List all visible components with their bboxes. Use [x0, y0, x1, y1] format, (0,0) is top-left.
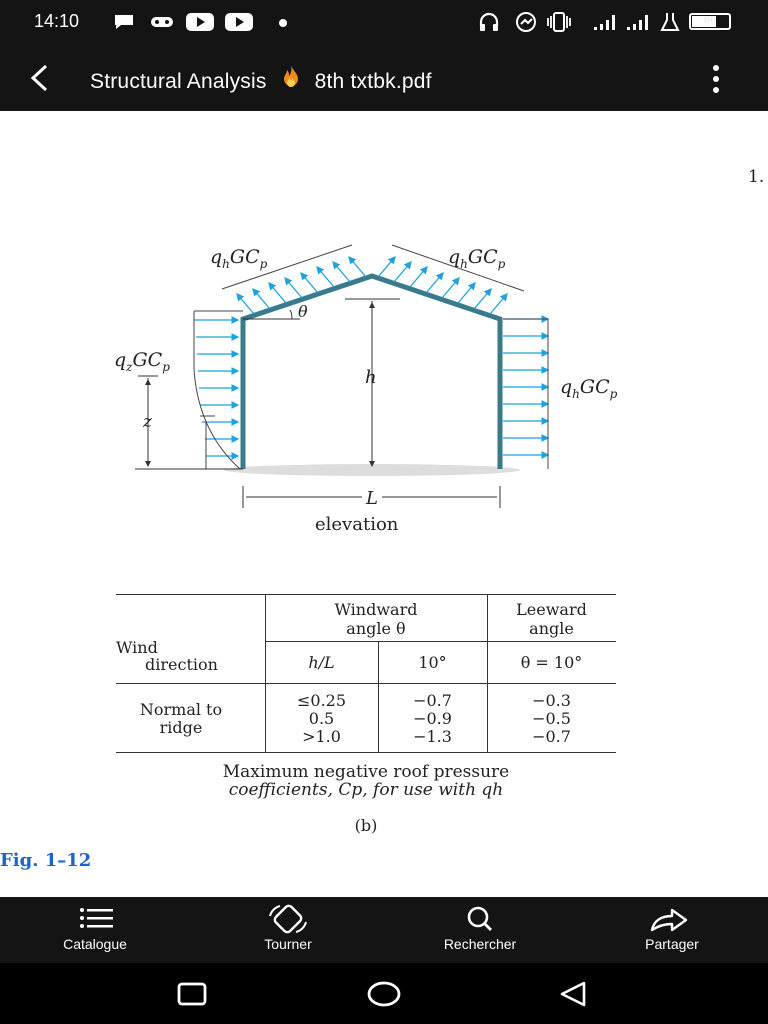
- leeward-2: −0.7: [532, 727, 571, 746]
- lab-flask-icon: [660, 13, 680, 31]
- subheader-10deg: 10°: [418, 653, 447, 672]
- back-triangle-icon[interactable]: [557, 979, 589, 1009]
- subheader-leeward-theta: θ = 10°: [520, 653, 583, 672]
- dot-icon: [279, 19, 287, 27]
- windward-2: −1.3: [413, 727, 452, 746]
- headset-icon: [479, 12, 499, 31]
- row-label-1: Normal to: [139, 700, 223, 719]
- z-label: z: [142, 412, 153, 432]
- nav-rechercher-label: Rechercher: [443, 936, 517, 952]
- roof-load-right-label: qhGCp: [448, 246, 506, 271]
- windward-0: −0.7: [413, 691, 452, 710]
- battery-icon: 66: [689, 13, 731, 30]
- subheader-h-over-l: h/L: [308, 653, 335, 672]
- signal-icon: [594, 15, 615, 30]
- roof-load-left-label: qhGCp: [210, 246, 268, 271]
- left-roof-load-arrows: [236, 256, 367, 315]
- nav-partager-label: Partager: [645, 936, 699, 952]
- table-caption-2: coefficients, Cp, for use with qh: [228, 780, 504, 800]
- pdf-page[interactable]: 1.: [0, 111, 768, 898]
- document-title: Structural Analysis 8th txtbk.pdf: [90, 64, 432, 94]
- theta-label: θ: [298, 302, 308, 321]
- table-caption-1: Maximum negative roof pressure: [222, 762, 510, 782]
- row-label-2: ridge: [159, 718, 203, 737]
- system-nav-bar: [0, 963, 768, 1024]
- messenger-icon: [516, 12, 536, 32]
- header-direction: direction: [145, 655, 218, 674]
- recents-icon[interactable]: [176, 981, 208, 1007]
- list-icon: [80, 908, 113, 928]
- title-part-2: 8th txtbk.pdf: [314, 70, 432, 93]
- left-wall-load-arrows: [194, 316, 240, 460]
- figure-caption: elevation: [315, 514, 399, 535]
- search-icon: [467, 906, 492, 931]
- fig-label: Fig. 1–12: [0, 850, 92, 871]
- h-over-l-2: >1.0: [302, 727, 341, 746]
- signal-icon: [627, 15, 648, 30]
- gamepad-icon: [151, 17, 173, 27]
- nav-tourner[interactable]: Tourner: [236, 897, 340, 963]
- title-part-1: Structural Analysis: [90, 70, 267, 93]
- status-bar: 14:10 66: [0, 0, 768, 44]
- h-over-l-0: ≤0.25: [296, 691, 347, 710]
- right-wall-load-label: qhGCp: [560, 376, 618, 401]
- nav-catalogue[interactable]: Catalogue: [40, 897, 150, 963]
- pressure-coefficient-table: Wind direction Windward angle θ Leeward …: [0, 111, 768, 898]
- leeward-0: −0.3: [532, 691, 571, 710]
- header-windward-2: angle θ: [346, 619, 406, 638]
- youtube-icon: [225, 13, 253, 31]
- leeward-1: −0.5: [532, 709, 571, 728]
- app-bar: Structural Analysis 8th txtbk.pdf: [0, 44, 768, 111]
- share-icon: [650, 908, 688, 932]
- height-label: h: [365, 367, 377, 388]
- windward-1: −0.9: [413, 709, 452, 728]
- back-arrow-icon[interactable]: [22, 60, 58, 96]
- youtube-icon: [186, 13, 214, 31]
- rotate-icon: [269, 904, 307, 934]
- overflow-menu-icon[interactable]: [700, 62, 732, 96]
- fire-icon: [283, 65, 298, 87]
- page-number-fragment: 1.: [748, 167, 765, 187]
- nav-tourner-label: Tourner: [264, 936, 312, 952]
- nav-rechercher[interactable]: Rechercher: [420, 897, 540, 963]
- header-leeward-1: Leeward: [516, 600, 587, 619]
- building-elevation-figure: qhGCp qhGCp qzGCp qhGCp θ h z L elevatio…: [114, 244, 618, 535]
- bottom-nav: Catalogue Tourner Rechercher Partager: [0, 897, 768, 963]
- h-over-l-1: 0.5: [308, 709, 335, 728]
- length-label: L: [365, 488, 378, 509]
- right-roof-load-arrows: [377, 256, 508, 315]
- battery-level: 66: [703, 14, 717, 26]
- header-windward-1: Windward: [334, 600, 418, 619]
- left-wall-load-label: qzGCp: [114, 349, 170, 374]
- nav-partager[interactable]: Partager: [622, 897, 722, 963]
- status-time: 14:10: [34, 11, 80, 31]
- header-wind: Wind: [116, 638, 158, 657]
- nav-catalogue-label: Catalogue: [63, 936, 127, 952]
- table-part-label: (b): [354, 816, 378, 835]
- chat-bubble-icon: [115, 15, 133, 29]
- vibrate-icon: [547, 12, 571, 32]
- home-icon[interactable]: [366, 979, 402, 1009]
- header-leeward-2: angle: [529, 619, 574, 638]
